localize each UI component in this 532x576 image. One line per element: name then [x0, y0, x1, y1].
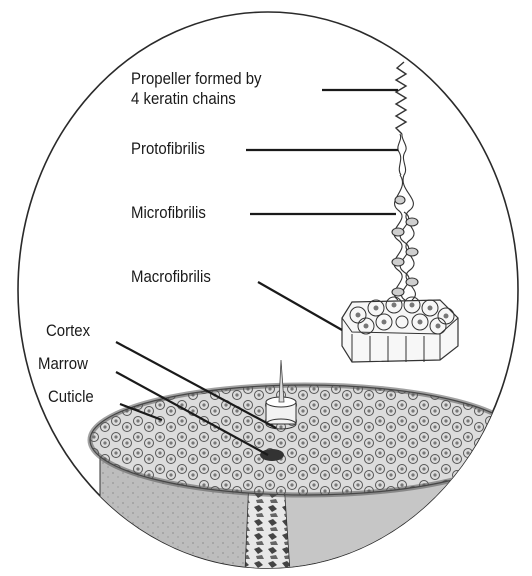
- label-marrow: Marrow: [38, 354, 88, 374]
- label-propeller-line1: Propeller formed by: [131, 69, 262, 89]
- macrofibril-bundle: [342, 297, 458, 362]
- label-propeller-line2: 4 keratin chains: [131, 89, 236, 109]
- label-macrofibrilis: Macrofibrilis: [131, 267, 211, 287]
- label-cuticle: Cuticle: [48, 387, 94, 407]
- label-protofibrilis: Protofibrilis: [131, 139, 205, 159]
- label-cortex: Cortex: [46, 321, 90, 341]
- label-microfibrilis: Microfibrilis: [131, 203, 206, 223]
